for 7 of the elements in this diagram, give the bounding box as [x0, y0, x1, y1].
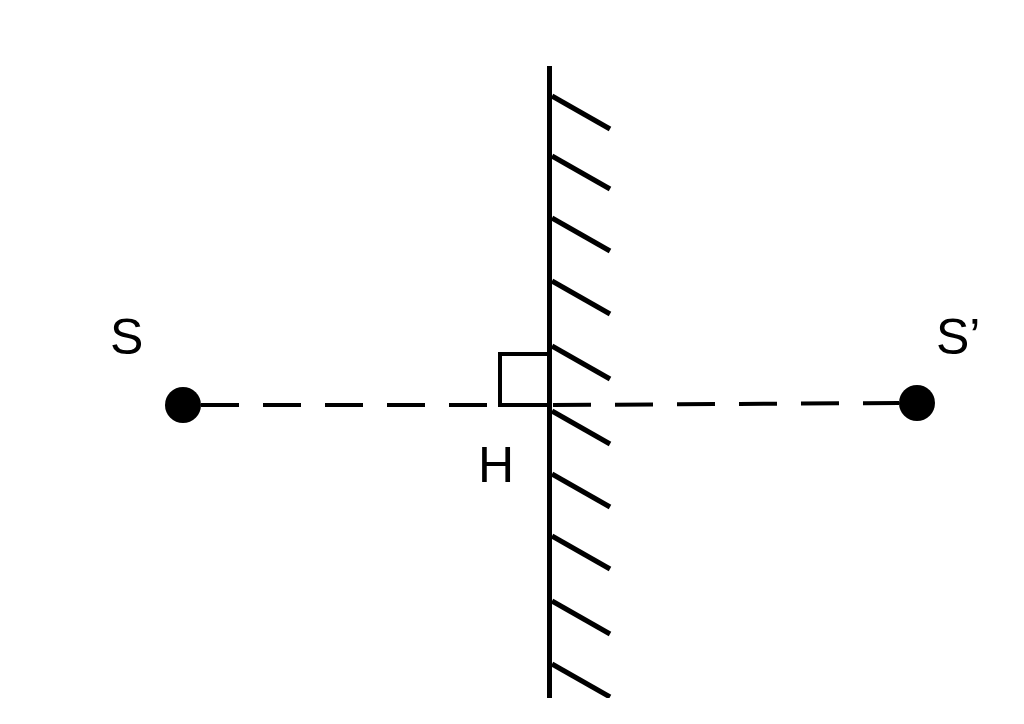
dashed-line — [553, 401, 899, 407]
point-dot — [165, 387, 201, 423]
point-label: S — [110, 312, 144, 362]
point-dot — [899, 385, 935, 421]
point-label: S’ — [936, 312, 981, 362]
plane-mirror — [547, 66, 552, 698]
point-label: H — [478, 440, 515, 490]
